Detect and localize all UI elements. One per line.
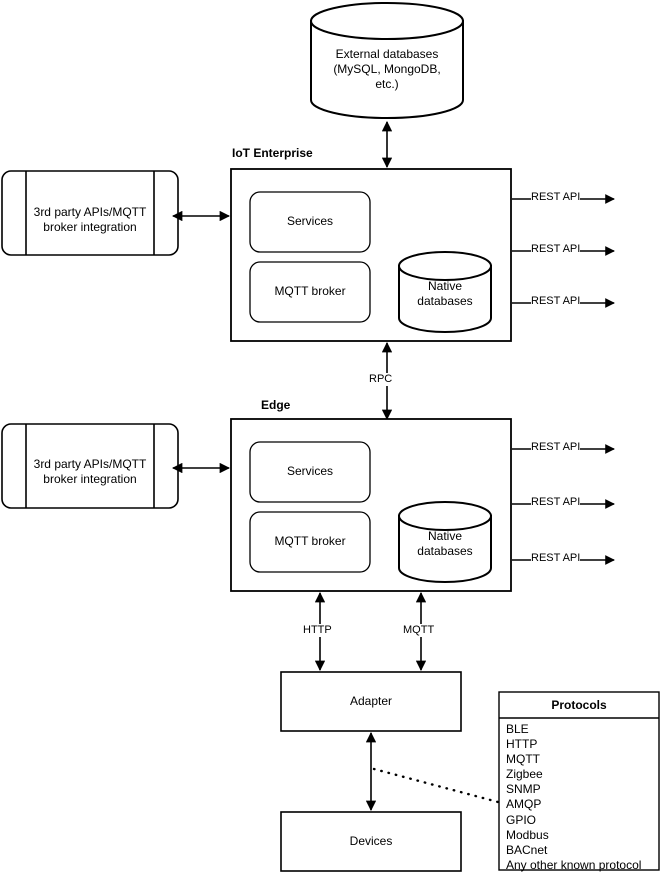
edge-third-party-shape xyxy=(1,423,179,509)
protocol-list-item: BLE xyxy=(506,722,529,736)
mqtt-label: MQTT xyxy=(403,624,435,637)
edge-native-databases-shape xyxy=(398,501,492,583)
enterprise-rest-api-label-3: REST API xyxy=(531,295,581,308)
enterprise-native-databases-shape xyxy=(398,251,492,333)
edge-rest-api-label-2: REST API xyxy=(531,496,581,509)
external-databases-shape xyxy=(310,2,464,119)
protocol-list-item: AMQP xyxy=(506,797,542,812)
enterprise-mqtt-broker-box xyxy=(249,261,371,323)
edge-protocols-annotation xyxy=(372,767,500,804)
http-label: HTTP xyxy=(303,624,332,637)
enterprise-rest-api-label-2: REST API xyxy=(531,243,581,256)
protocol-list-item: GPIO xyxy=(506,812,537,827)
protocols-table-shape xyxy=(498,691,660,871)
enterprise-rest-api-label-1: REST API xyxy=(531,191,581,204)
edge-rest-api-label-3: REST API xyxy=(531,552,581,565)
enterprise-third-party-shape xyxy=(1,170,179,256)
protocol-list-item: BACnet xyxy=(506,842,548,857)
protocol-list-item: MQTT xyxy=(506,752,540,767)
protocol-list-item: SNMP xyxy=(506,782,541,797)
edge-services-box xyxy=(249,441,371,503)
protocol-list-item: Zigbee xyxy=(506,767,543,782)
edge-group-title: Edge xyxy=(261,398,291,412)
adapter-box xyxy=(280,671,462,732)
protocol-list-item: HTTP xyxy=(506,737,538,752)
protocols-table-header: Protocols xyxy=(551,698,607,712)
protocol-list-item: Modbus xyxy=(506,827,549,842)
rpc-label: RPC xyxy=(369,373,393,386)
protocol-list-item: Any other known protocol xyxy=(506,857,642,872)
enterprise-services-box xyxy=(249,191,371,253)
devices-box xyxy=(280,811,462,872)
enterprise-group-title: IoT Enterprise xyxy=(232,146,313,160)
edge-mqtt-broker-box xyxy=(249,511,371,573)
edge-rest-api-label-1: REST API xyxy=(531,441,581,454)
